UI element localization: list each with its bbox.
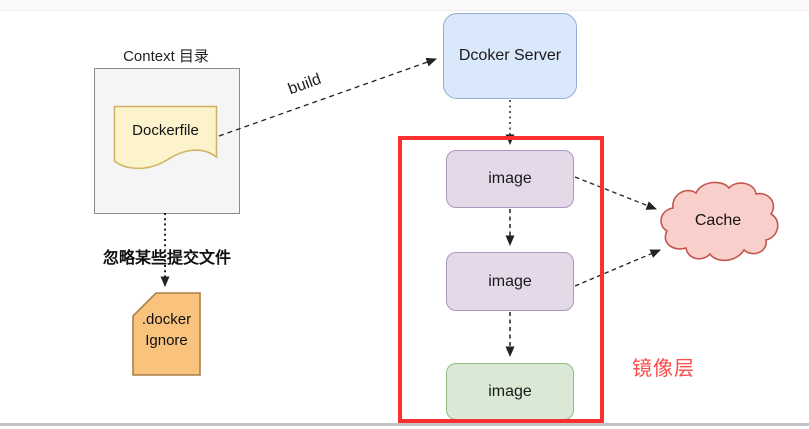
image-layer-node-1: image — [446, 150, 574, 208]
dockerignore-line1: .docker — [141, 311, 192, 328]
docker-server-node: Dcoker Server — [443, 13, 577, 99]
image-layer-label-1: image — [488, 170, 532, 187]
context-directory-title: Context 目录 — [123, 48, 209, 65]
arrow-image1-to-cache — [574, 176, 657, 210]
arrow-build — [218, 57, 437, 137]
cache-cloud-icon — [656, 178, 780, 266]
docker-server-label: Dcoker Server — [458, 47, 562, 64]
dockerignore-note-icon — [132, 292, 201, 376]
build-arrow-label: build — [285, 70, 324, 99]
dockerignore-label: .docker Ignore — [132, 309, 201, 351]
bottom-divider — [0, 423, 809, 426]
dockerfile-document-icon — [113, 105, 218, 177]
image-layer-label-3: image — [488, 382, 532, 400]
cache-label: Cache — [694, 212, 742, 229]
image-layer-label-2: image — [488, 272, 532, 290]
top-strip — [0, 0, 809, 11]
ignore-files-note: 忽略某些提交文件 — [96, 244, 238, 268]
arrow-image2-to-cache — [574, 249, 661, 287]
image-layer-node-2: image — [446, 252, 574, 311]
image-layers-label: 镜像层 — [632, 358, 695, 380]
dockerignore-line2: Ignore — [145, 332, 188, 349]
dockerfile-label: Dockerfile — [132, 122, 199, 139]
image-layer-node-3: image — [446, 363, 574, 420]
